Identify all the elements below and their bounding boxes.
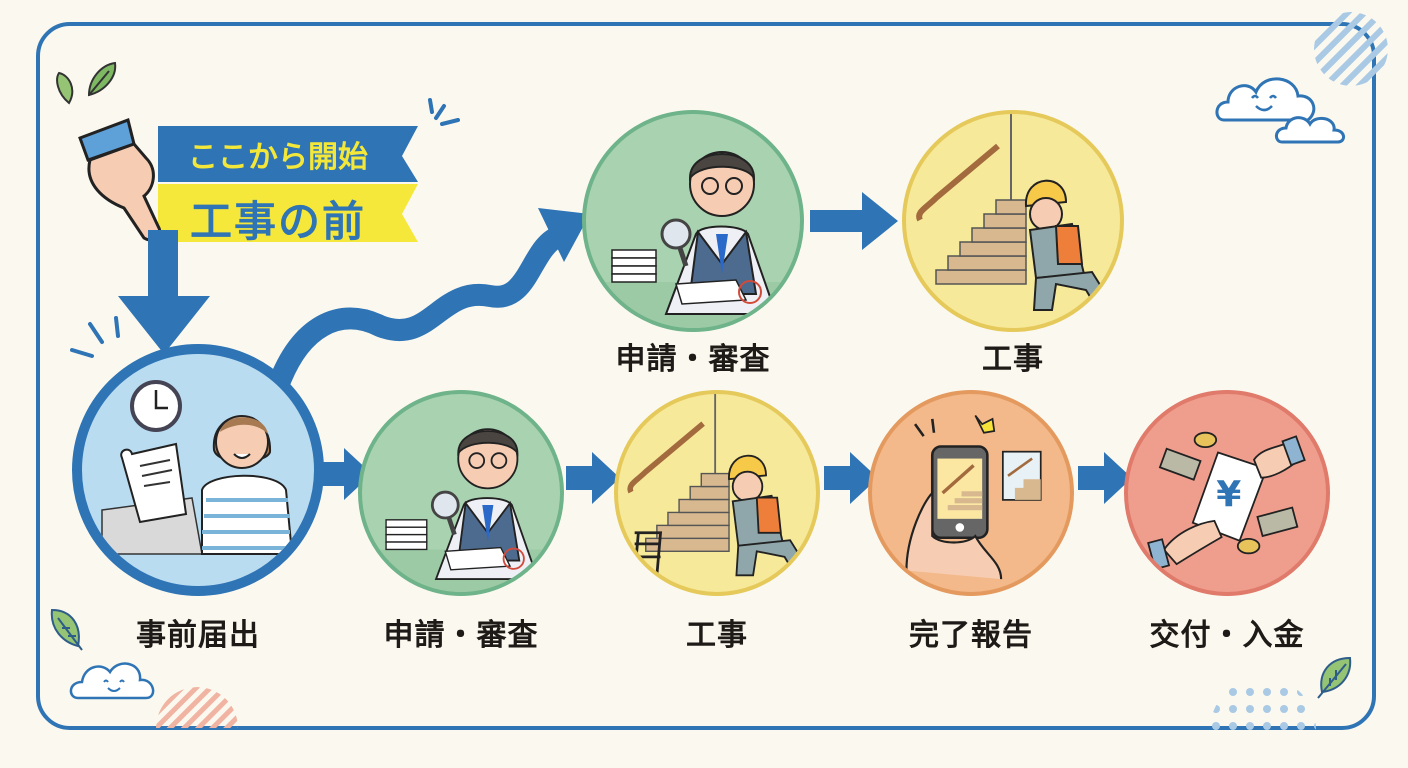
step-circle-completion-report bbox=[868, 390, 1074, 596]
right-arrow bbox=[810, 192, 898, 250]
dotted-semicircle-decoration bbox=[1210, 684, 1316, 730]
step-circle-prior-notice bbox=[72, 344, 324, 596]
step-label-payment: 交付・入金 bbox=[1149, 618, 1305, 653]
step-label-construction: 工事 bbox=[686, 618, 748, 653]
inspector-magnifier-icon bbox=[586, 151, 800, 328]
right-arrow bbox=[322, 448, 372, 500]
leaf-icon bbox=[56, 61, 117, 105]
step-label-prior-notice: 事前届出 bbox=[136, 618, 260, 653]
down-arrow bbox=[118, 230, 210, 354]
step-label-completion-report: 完了報告 bbox=[909, 618, 1033, 653]
step-circle-review bbox=[358, 390, 564, 596]
start-banner: ここから開始 工事の前 bbox=[118, 118, 418, 246]
step-circle-construction bbox=[614, 390, 820, 596]
step-circle-payment: ¥ bbox=[1124, 390, 1330, 596]
striped-semicircle-decoration bbox=[156, 687, 238, 728]
right-arrow bbox=[824, 452, 878, 504]
step-circle-top-construction bbox=[902, 110, 1124, 332]
worker-stairs-handrail-icon bbox=[627, 394, 810, 577]
banner-line2: 工事の前 bbox=[190, 197, 367, 246]
wavy-arrow bbox=[267, 208, 590, 396]
attention-lines-icon bbox=[70, 316, 120, 358]
inspector-magnifier-icon bbox=[362, 428, 560, 592]
step-circle-top-review bbox=[582, 110, 804, 332]
attention-lines-icon bbox=[428, 98, 460, 126]
step-label-top-review: 申請・審査 bbox=[615, 342, 771, 377]
svg-text:¥: ¥ bbox=[1216, 475, 1241, 516]
yen-envelope-handover-icon: ¥ bbox=[1147, 431, 1306, 571]
worker-stairs-handrail-icon bbox=[916, 114, 1114, 312]
right-arrow bbox=[1078, 452, 1132, 504]
striped-circle-decoration bbox=[1314, 12, 1388, 86]
woman-submitting-document-icon bbox=[101, 380, 294, 555]
pointing-hand-icon bbox=[78, 118, 162, 242]
leaf-icon bbox=[50, 608, 83, 651]
step-label-review: 申請・審査 bbox=[383, 618, 539, 653]
diagram-frame bbox=[36, 22, 1376, 730]
phone-photo-handrail-icon bbox=[905, 414, 1042, 580]
smiling-cloud-icon bbox=[69, 662, 155, 700]
smiling-cloud-icon bbox=[1215, 77, 1345, 144]
right-arrow bbox=[566, 452, 620, 504]
step-label-top-construction: 工事 bbox=[982, 342, 1044, 377]
banner-line1: ここから開始 bbox=[188, 140, 368, 175]
leaf-icon bbox=[1317, 656, 1352, 699]
